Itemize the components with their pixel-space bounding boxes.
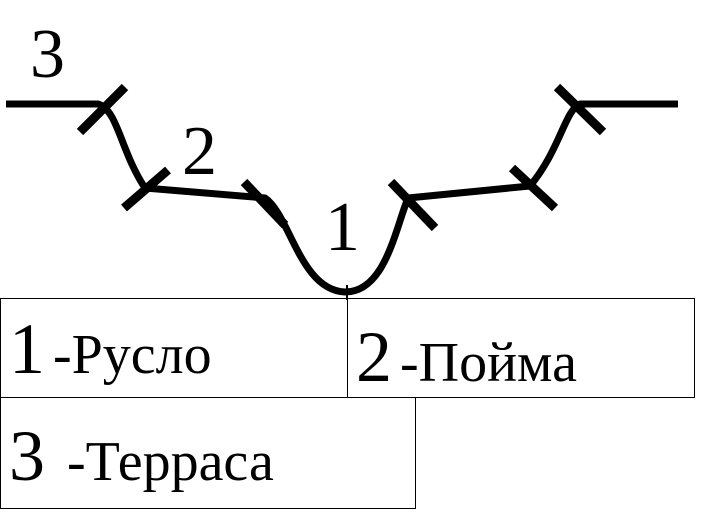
legend-item-channel: 1 -Русло [0, 298, 348, 398]
valley-profile-diagram [6, 83, 678, 300]
legend-number: 2 [356, 317, 392, 397]
legend-number: 1 [9, 309, 45, 389]
legend-text: -Русло [53, 324, 212, 386]
valley-profile-line [6, 100, 678, 296]
legend-text: -Терраса [67, 431, 274, 493]
boundary-tick-right-terrace [553, 83, 607, 136]
boundary-tick-right-floodplain [508, 164, 559, 212]
terrace-label: 3 [30, 16, 65, 93]
legend-text: -Пойма [400, 332, 577, 394]
legend-item-floodplain: 2 -Пойма [347, 298, 695, 398]
boundary-tick-right-channel [387, 178, 439, 232]
floodplain-label: 2 [182, 113, 217, 190]
boundary-tick-left-floodplain [121, 166, 171, 212]
legend-number: 3 [9, 416, 45, 496]
channel-label: 1 [325, 189, 360, 266]
boundary-tick-left-terrace [76, 83, 129, 136]
legend-item-terrace: 3 -Терраса [0, 397, 416, 509]
boundary-tick-left-channel [240, 178, 289, 229]
